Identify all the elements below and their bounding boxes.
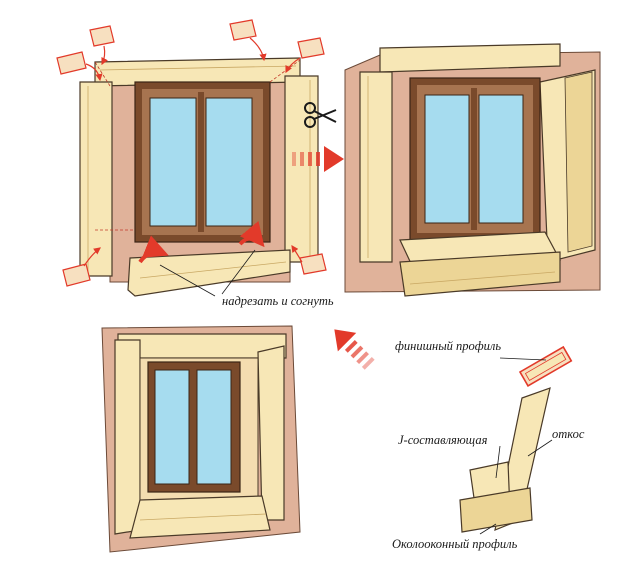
- window-profile-label: Околооконный профиль: [392, 537, 518, 551]
- profile-detail: финишный профиль откос J-составляющая Ок…: [392, 339, 585, 551]
- window-glass-right: [196, 369, 232, 485]
- scissors-icon: [304, 102, 337, 128]
- left-trim: [114, 339, 141, 535]
- left-trim: [79, 81, 113, 277]
- window-glass-left: [154, 369, 190, 485]
- finish-profile-label: финишный профиль: [395, 339, 501, 353]
- window-glass-left: [424, 94, 470, 224]
- bottom-trim: [127, 249, 291, 297]
- arrow-right-icon: [292, 146, 344, 172]
- step-2-panel: [344, 43, 601, 297]
- arrow-down-left-icon: [334, 329, 375, 370]
- window-glass-left: [149, 97, 197, 227]
- window-glass-right: [478, 94, 524, 224]
- bend-arrow-right: [238, 220, 265, 248]
- left-trim: [359, 71, 393, 263]
- window-glass-right: [205, 97, 253, 227]
- top-trim: [379, 43, 561, 73]
- cut-and-bend-label: надрезать и согнуть: [222, 294, 334, 308]
- bend-arrow-left: [138, 235, 169, 264]
- slope-label: откос: [552, 427, 585, 441]
- step-3-panel: [101, 325, 301, 553]
- cut-card: [56, 19, 327, 287]
- j-component-label: J-составляющая: [398, 433, 488, 447]
- finish-profile-part: [518, 345, 573, 387]
- step-1-panel: надрезать и согнуть: [56, 19, 337, 308]
- right-trim: [257, 345, 285, 521]
- window-profile-part: [459, 487, 533, 533]
